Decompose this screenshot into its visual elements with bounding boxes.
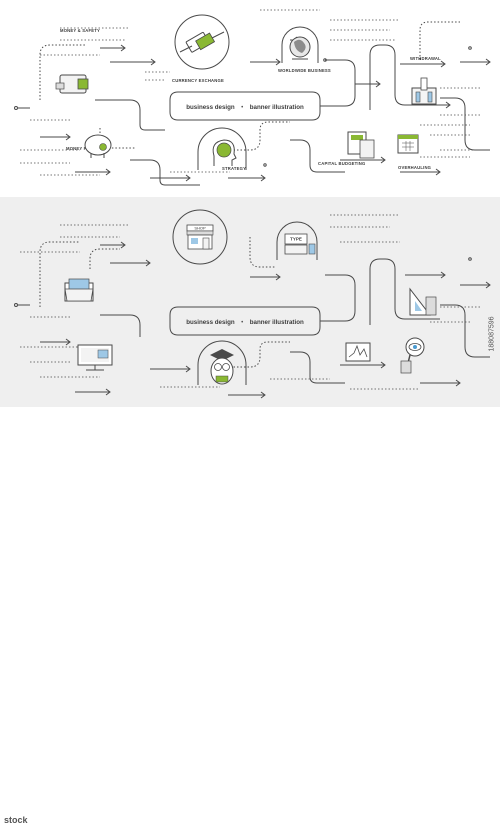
top-banner-graphic: MONEY & SAFETY CURRENCY EXCHANGE WORLDWI…	[14, 9, 491, 186]
calendar-icon	[397, 134, 419, 154]
piggy-bank-icon	[84, 134, 112, 158]
label-strategy: STRATEGY	[222, 166, 246, 171]
bottom-banner-title: business design • banner illustration	[186, 311, 304, 328]
bottom-banner-panel: business design • banner illustration SH…	[0, 197, 500, 407]
chart-monitor-icon	[345, 342, 371, 362]
shop-sign-text: SHOP	[194, 226, 206, 231]
monitor-text: TYPE	[290, 237, 302, 242]
bottom-banner-graphic: business design • banner illustration SH…	[14, 209, 491, 399]
globe-icon	[281, 26, 319, 63]
label-money-fund: MONEY FUND	[66, 146, 96, 151]
brain-head-icon	[197, 127, 247, 170]
eye-magnifier-icon	[400, 337, 425, 374]
drafting-tools-icon	[409, 287, 437, 316]
calculator-icon	[347, 131, 375, 159]
wallet-icon	[55, 74, 89, 94]
folder-icon	[64, 278, 94, 302]
shop-icon: SHOP	[172, 209, 228, 265]
top-banner-panel: MONEY & SAFETY CURRENCY EXCHANGE WORLDWI…	[0, 0, 500, 197]
computer-icon	[77, 344, 113, 371]
label-currency-exchange: CURRENCY EXCHANGE	[172, 78, 224, 83]
stock-logo: stock	[4, 815, 28, 825]
graduate-owl-icon	[197, 340, 247, 385]
label-money-safety: MONEY & SAFETY	[60, 28, 100, 33]
footer-bar: stock	[0, 407, 500, 825]
label-capital-budgeting: CAPITAL BUDGETING	[318, 161, 365, 166]
label-withdrawal: WITHDRAWAL	[410, 56, 441, 61]
handshake-exchange-icon	[174, 14, 230, 70]
typewriter-icon: TYPE	[276, 221, 318, 260]
bank-icon	[411, 77, 437, 105]
top-banner-title: business design • banner illustration	[186, 96, 304, 113]
image-id: 188087596	[488, 316, 496, 352]
label-worldwide-business: WORLDWIDE BUSINESS	[278, 68, 331, 73]
label-overhauling: OVERHAULING	[398, 165, 431, 170]
